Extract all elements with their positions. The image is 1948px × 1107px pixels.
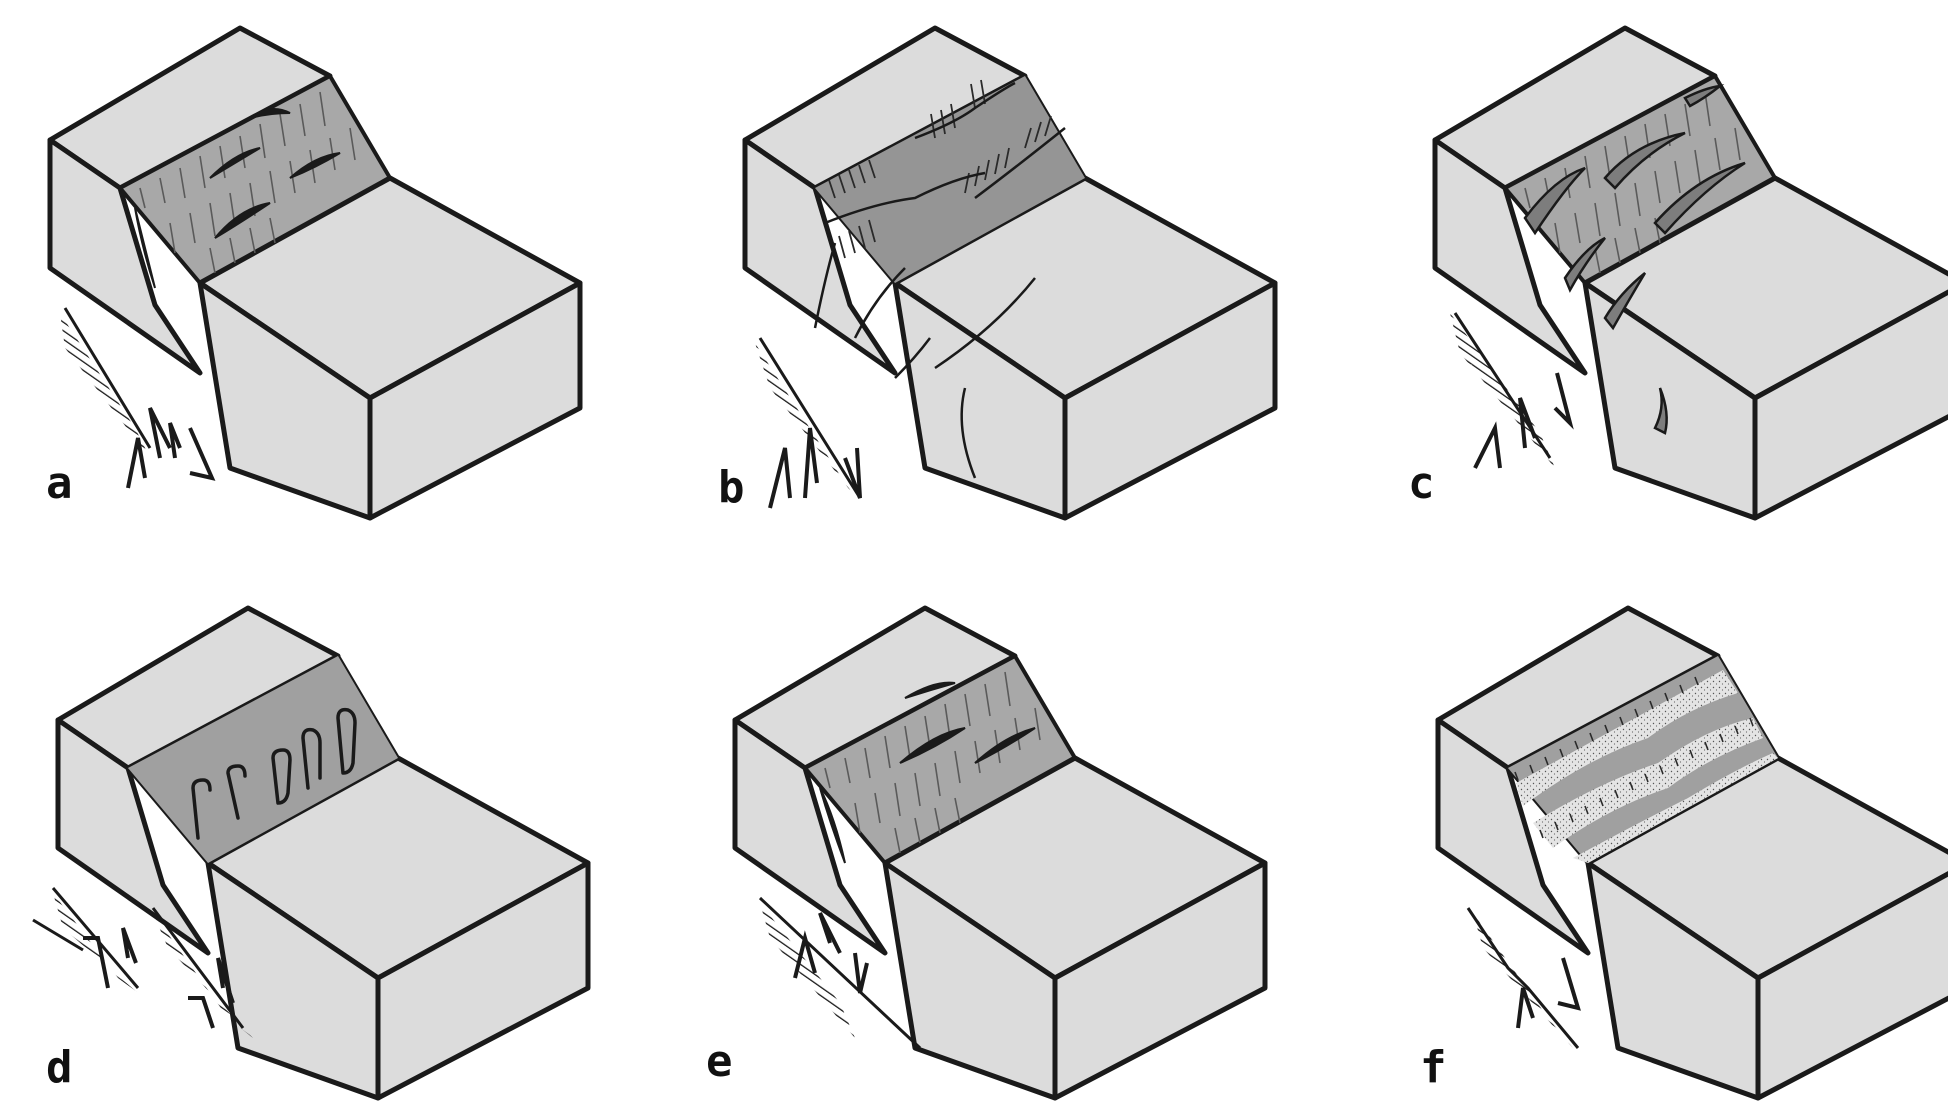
panel-label-a: a	[46, 458, 73, 509]
panel-label-d: d	[46, 1042, 73, 1093]
kinematic-sketch-f	[1466, 907, 1581, 1049]
panel-label-b: b	[718, 462, 745, 513]
panel-label-f: f	[1420, 1042, 1447, 1093]
panel-d	[32, 608, 588, 1098]
kinematic-sketch-e	[758, 896, 922, 1050]
panel-b	[745, 28, 1275, 518]
panel-label-e: e	[706, 1036, 733, 1087]
panel-a	[50, 28, 580, 518]
kinematic-sketch-c	[1450, 312, 1574, 469]
panel-f	[1438, 608, 1948, 1098]
panel-e	[735, 608, 1265, 1098]
kinematic-sketch-d	[32, 887, 253, 1038]
kinematic-sketch-b	[755, 337, 862, 509]
lower-block-notch	[1653, 387, 1668, 435]
kinematic-sketch-a	[60, 307, 216, 489]
panel-label-c: c	[1408, 458, 1435, 509]
panel-c	[1435, 28, 1948, 518]
